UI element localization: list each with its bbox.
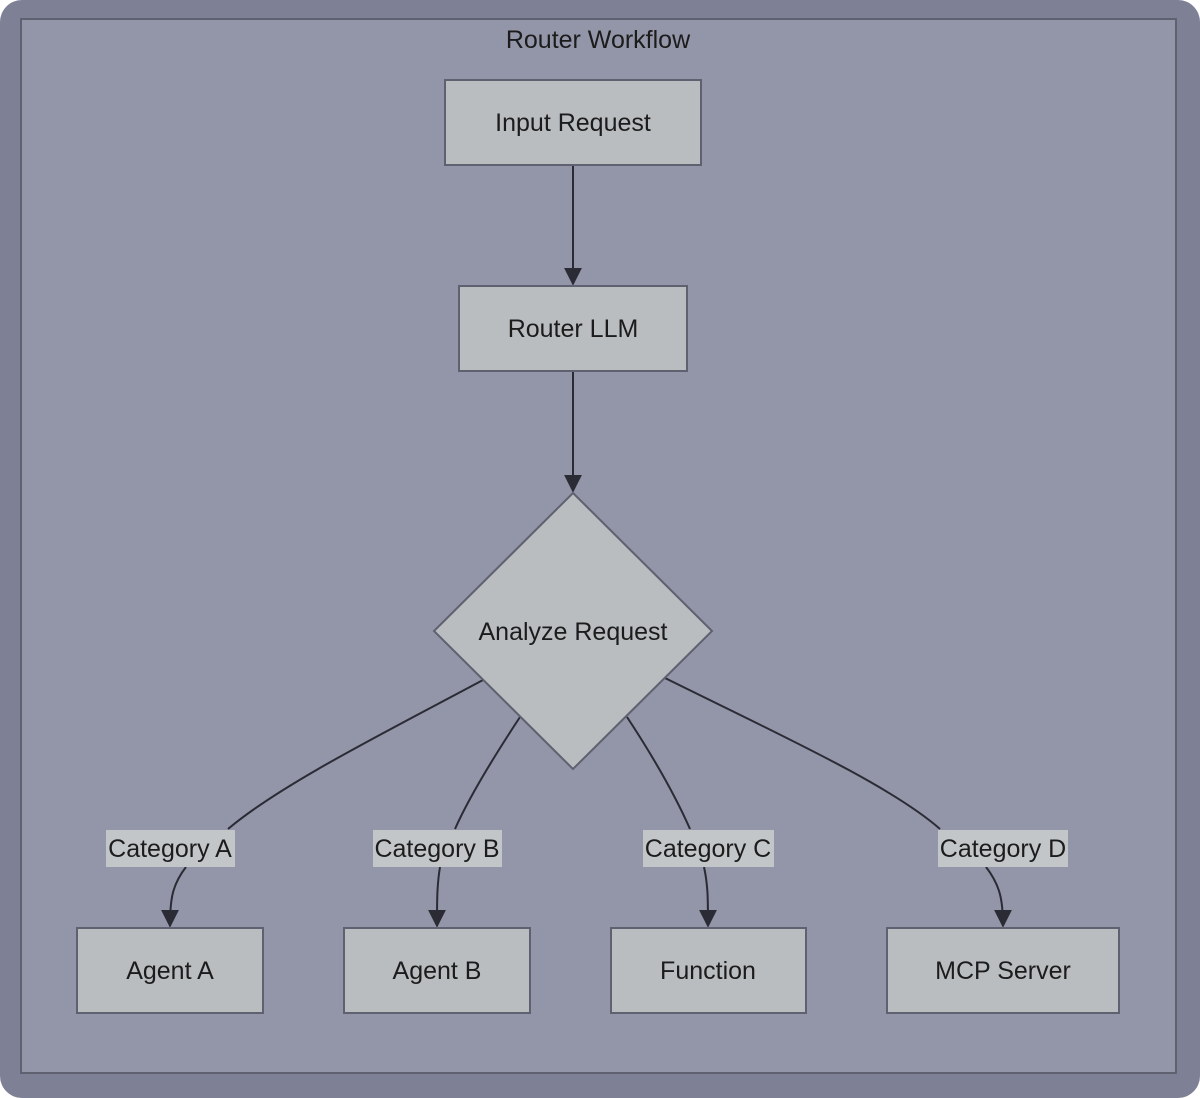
edge-category-a-to-agent-a bbox=[161, 866, 187, 928]
edge-category-b-to-agent-b bbox=[428, 866, 447, 928]
node-analyze-request[interactable]: Analyze Request bbox=[432, 491, 714, 771]
edge-label-category-c: Category C bbox=[643, 830, 774, 867]
edge-category-d-to-mcp-server bbox=[985, 866, 1012, 928]
edge-label-text: Category D bbox=[940, 835, 1066, 863]
edges bbox=[161, 165, 1012, 928]
edge-category-c-to-function bbox=[698, 866, 717, 928]
edge-analyze-to-function bbox=[626, 716, 691, 830]
edge-label-category-d: Category D bbox=[938, 830, 1068, 867]
node-input-request[interactable]: Input Request bbox=[444, 79, 702, 166]
edge-label-text: Category B bbox=[374, 835, 499, 863]
node-label: Analyze Request bbox=[478, 618, 667, 646]
edge-analyze-to-agent-a bbox=[227, 679, 484, 830]
node-label: MCP Server bbox=[935, 957, 1071, 985]
edge-label-text: Category C bbox=[645, 835, 771, 863]
node-label: Router LLM bbox=[508, 315, 639, 343]
node-label: Agent A bbox=[126, 957, 214, 985]
edge-analyze-to-mcp-server bbox=[664, 677, 941, 830]
subgraph-title: Router Workflow bbox=[506, 26, 691, 54]
node-label: Agent B bbox=[393, 957, 482, 985]
node-router-llm[interactable]: Router LLM bbox=[458, 285, 688, 372]
edge-label-text: Category A bbox=[108, 835, 232, 863]
node-label: Function bbox=[660, 957, 756, 985]
edge-analyze-to-agent-b bbox=[454, 716, 521, 830]
node-label: Input Request bbox=[495, 109, 651, 137]
edge-label-category-a: Category A bbox=[106, 830, 235, 867]
edge-label-category-b: Category B bbox=[373, 830, 502, 867]
node-agent-b[interactable]: Agent B bbox=[343, 927, 531, 1014]
node-function[interactable]: Function bbox=[610, 927, 807, 1014]
node-agent-a[interactable]: Agent A bbox=[76, 927, 264, 1014]
node-mcp-server[interactable]: MCP Server bbox=[886, 927, 1120, 1014]
